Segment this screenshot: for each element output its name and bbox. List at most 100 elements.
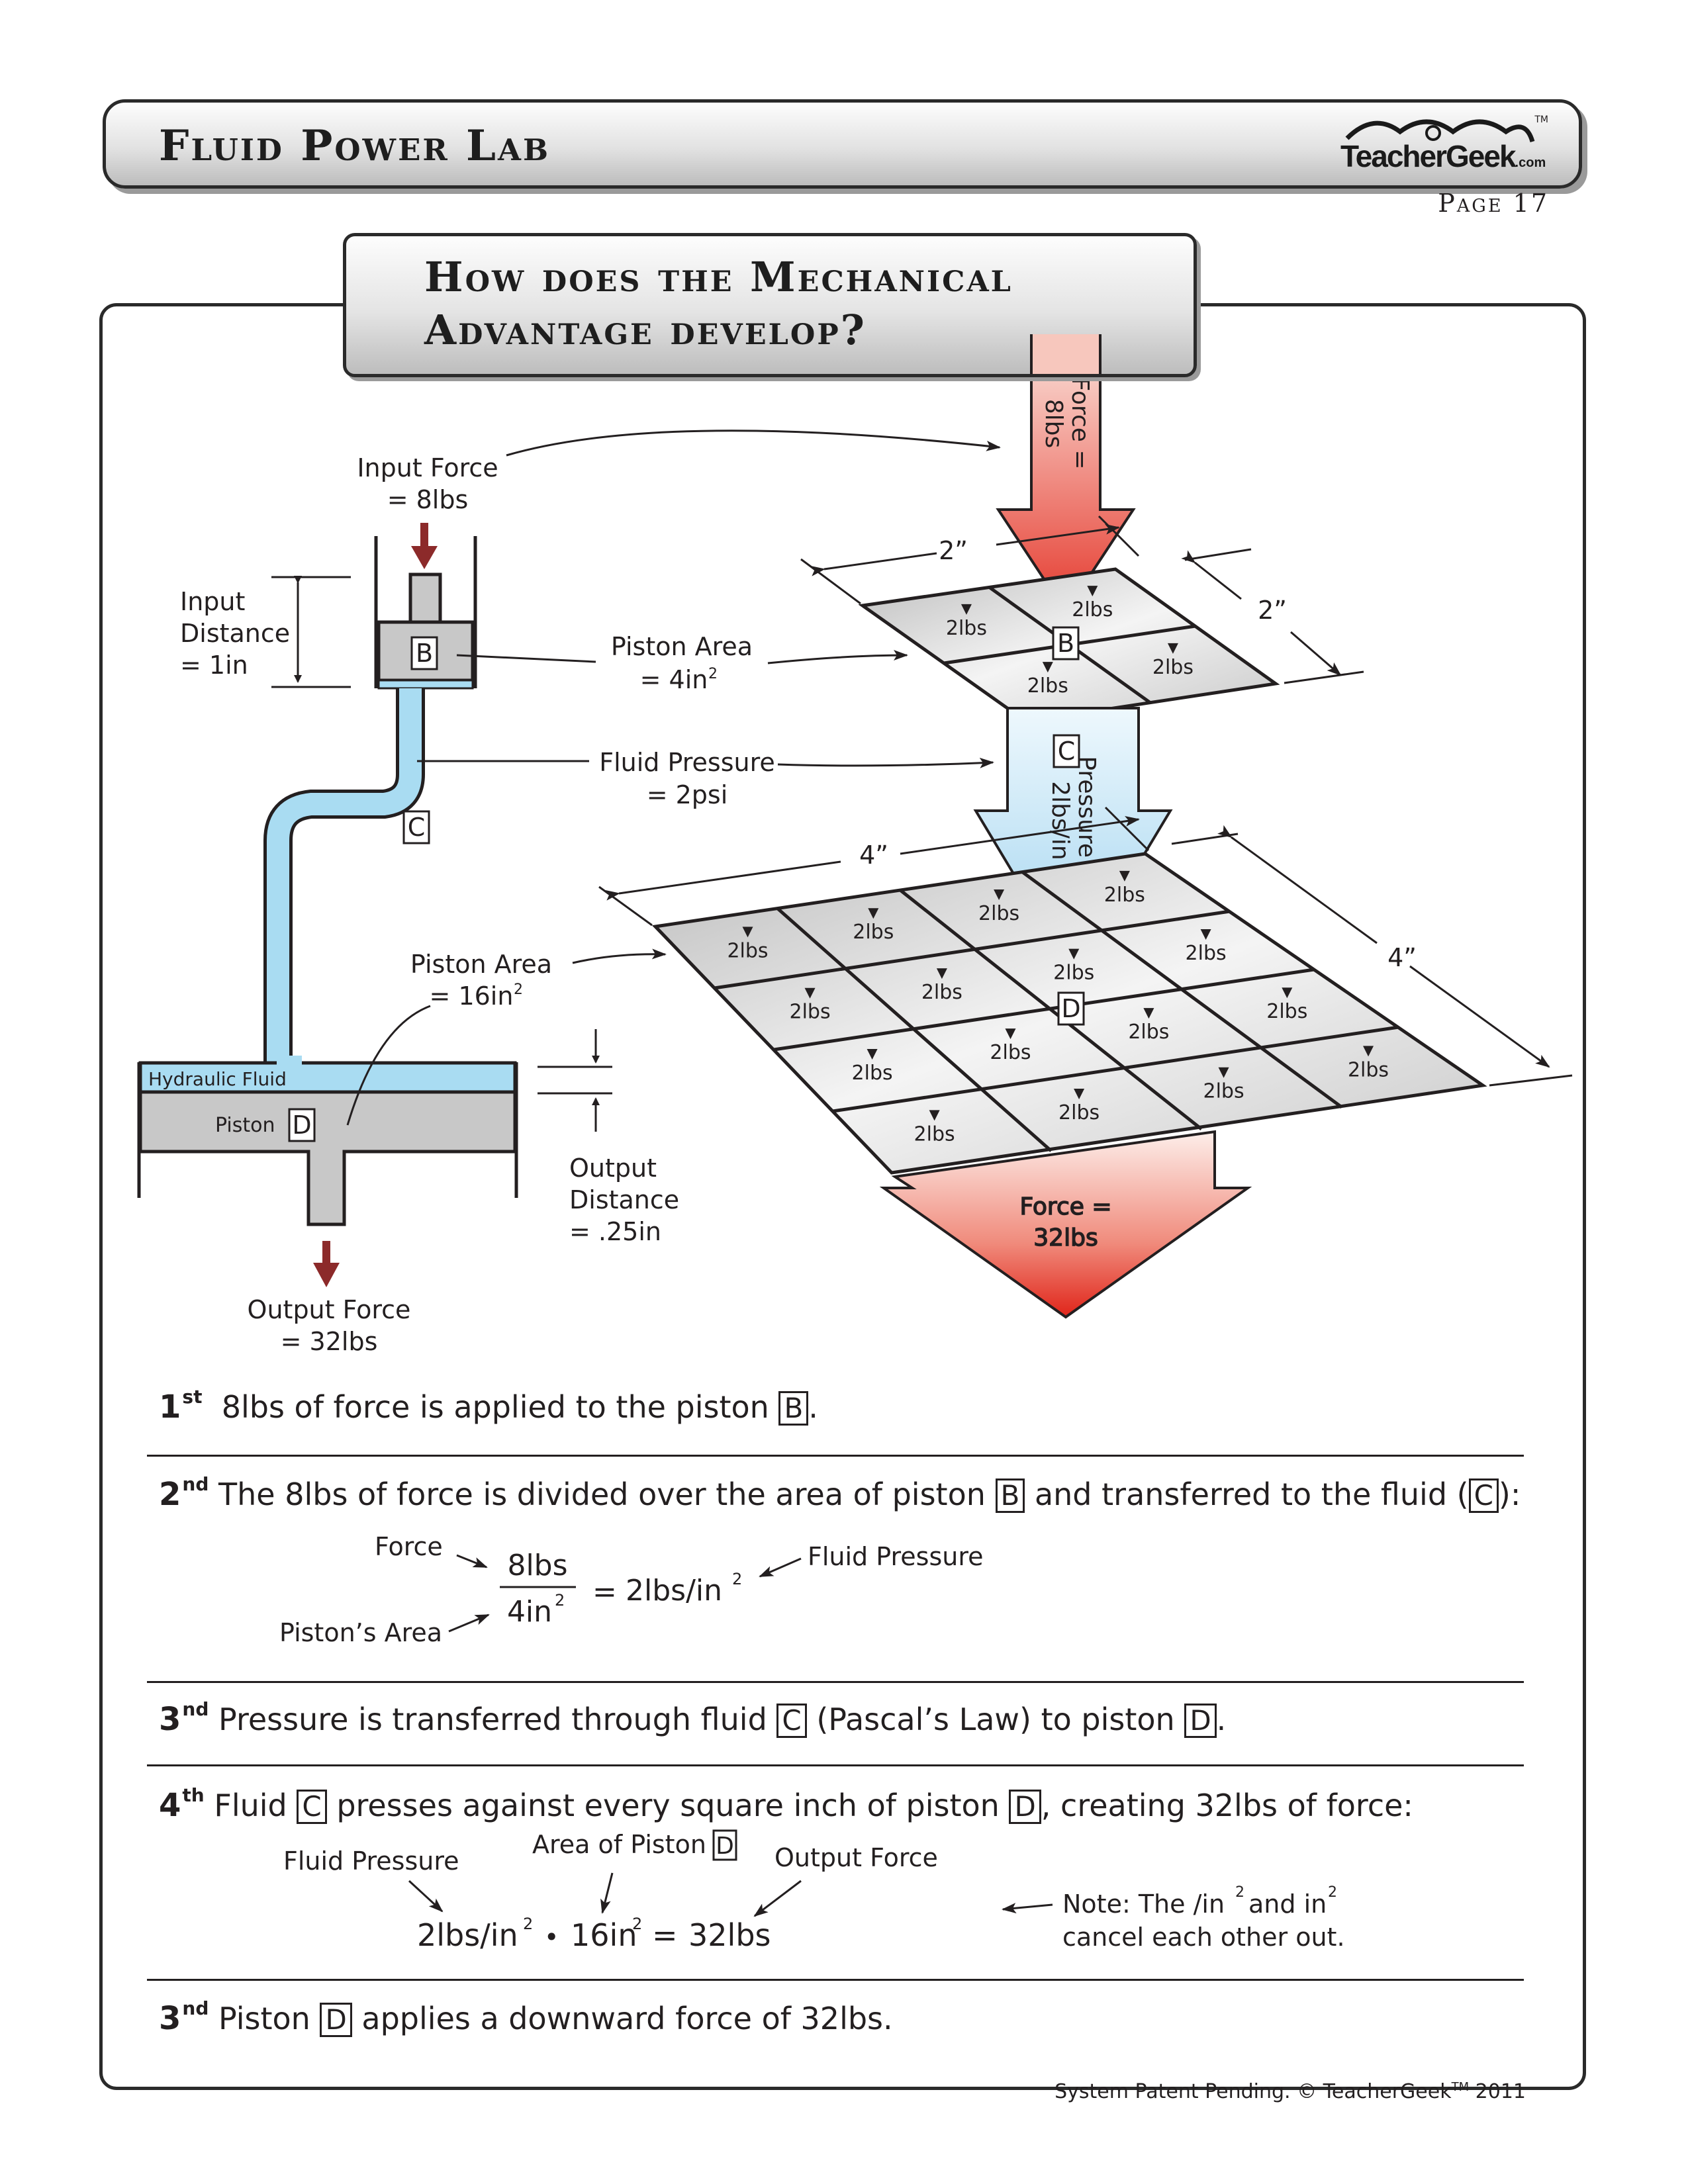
large-plane-dimensions [598, 806, 1573, 1087]
large-cell-arrow-icon [867, 1049, 878, 1060]
note-line2: cancel each other out. [1062, 1923, 1345, 1952]
pressure-arrow-line2: 2lbs/in [1047, 781, 1074, 860]
note-line1-b: and in [1248, 1889, 1327, 1919]
fluid-pressure-label-1: Fluid Pressure [599, 748, 775, 777]
large-cell-label: 2lbs [1104, 884, 1145, 907]
dim-small-top-label: 2” [939, 536, 968, 565]
step-2-box-c: C [1468, 1479, 1499, 1513]
large-cell-label: 2lbs [914, 1122, 955, 1146]
piston-area-b-label-2: = 4in [640, 665, 708, 694]
logo-suffix: .com [1515, 156, 1546, 170]
large-plane-cells: 2lbs 2lbs 2lbs 2lbs 2lbs 2lbs 2lbs 2lbs 2lbs 2lbs… [727, 870, 1389, 1146]
question-title-line1: How does the Mechanical [424, 253, 1013, 301]
step-5-sup: nd [182, 1997, 209, 2019]
eq1-piston-area-label: Piston’s Area [279, 1618, 442, 1647]
eq1-result-sup: 2 [732, 1570, 742, 1588]
output-force-big-arrow: Force = 32lbs [879, 1130, 1252, 1319]
eq2-term-b: 16in [571, 1917, 637, 1953]
eq2-dot: • [544, 1923, 559, 1952]
step-1-sup: st [182, 1386, 203, 1408]
small-cell-label: 2lbs [1072, 598, 1113, 621]
question-title-line2: Advantage develop? [424, 306, 867, 354]
logo-swoosh-icon [1345, 119, 1535, 143]
piston-label: Piston [215, 1114, 275, 1137]
step-4-box-d: D [1009, 1790, 1041, 1824]
step-5-num: 3 [159, 2000, 181, 2037]
eq1-force-label: Force [375, 1532, 443, 1561]
large-cell-arrow-icon [742, 927, 753, 938]
eq1-den-sup: 2 [555, 1591, 565, 1610]
input-cylinder [374, 536, 477, 690]
equation-2: Fluid Pressure Area of Piston D Output F… [283, 1829, 1345, 1953]
step-1: 1st 8lbs of force is applied to the pist… [159, 1386, 818, 1426]
input-distance-dimension [271, 576, 351, 688]
top-force-arrow: Force = 8lbs [996, 336, 1136, 615]
label-b-left: B [416, 639, 433, 668]
input-force-label-1: Input Force [357, 453, 498, 482]
large-cell-label: 2lbs [1266, 1000, 1307, 1023]
large-cell-arrow-icon [868, 908, 879, 919]
step-2-text-b: and transferred to the fluid ( [1034, 1477, 1469, 1512]
step-4-text-a: Fluid [214, 1788, 287, 1823]
step-2-sup: nd [182, 1473, 209, 1495]
step-5-text-a: Piston [218, 2001, 310, 2036]
divider-3 [147, 1764, 1524, 1766]
top-force-arrow-line2: 8lbs [1040, 399, 1067, 449]
step-2-box-b: B [995, 1479, 1025, 1513]
step-2-text-a: The 8lbs of force is divided over the ar… [218, 1477, 986, 1512]
large-cell-arrow-icon [1074, 1089, 1085, 1100]
large-cell-label: 2lbs [1186, 942, 1227, 965]
fluid-pipe [263, 688, 425, 1066]
large-cell-label: 2lbs [1348, 1058, 1389, 1081]
step-3-text-a: Pressure is transferred through fluid [218, 1702, 767, 1737]
large-cell-label: 2lbs [1128, 1021, 1169, 1044]
step-3: 3nd Pressure is transferred through flui… [159, 1698, 1226, 1738]
step-3-box-c: C [776, 1704, 807, 1738]
footer-tm: TM [1451, 2080, 1470, 2094]
top-arrow-overlap [1030, 334, 1102, 374]
bottom-force-line2: 32lbs [1033, 1224, 1098, 1251]
small-cell-label: 2lbs [1027, 674, 1068, 698]
large-cell-arrow-icon [994, 889, 1005, 901]
divider-4 [147, 1979, 1524, 1981]
eq1-equals: = [592, 1575, 617, 1609]
large-cell-label: 2lbs [990, 1041, 1031, 1064]
eq1-fluid-pressure-label: Fluid Pressure [808, 1542, 984, 1571]
small-cell-arrow-icon [961, 604, 972, 615]
output-cylinder [137, 1056, 518, 1226]
small-plane-dimensions [800, 515, 1364, 684]
large-cell-label: 2lbs [1203, 1080, 1244, 1103]
label-d-left: D [292, 1111, 311, 1140]
divider-1 [147, 1455, 1524, 1457]
step-3-sup: nd [182, 1698, 209, 1720]
eq2-box-d: D [716, 1833, 734, 1860]
output-force-label-2: = 32lbs [281, 1327, 378, 1356]
note-sup-2: 2 [1328, 1884, 1337, 1901]
large-cell-arrow-icon [1363, 1046, 1374, 1057]
large-cell-arrow-icon [929, 1110, 940, 1121]
step-1-num: 1 [159, 1388, 181, 1426]
large-cell-arrow-icon [1200, 929, 1211, 940]
piston-area-b-label-1: Piston Area [611, 632, 753, 661]
large-cell-arrow-icon [1143, 1008, 1154, 1019]
eq1-result: 2lbs/in [626, 1574, 722, 1608]
dim-large-side-label: 4” [1387, 943, 1417, 972]
step-4-box-c: C [297, 1790, 327, 1824]
large-cell-label: 2lbs [1053, 962, 1094, 985]
output-distance-dimension [538, 1029, 612, 1132]
large-cell-label: 2lbs [853, 921, 894, 944]
footer-text-a: System Patent Pending. © TeacherGeek [1055, 2080, 1452, 2103]
large-cell-arrow-icon [1068, 948, 1080, 960]
step-4-text-b: presses against every square inch of pis… [336, 1788, 1000, 1823]
header-bar: Fluid Power Lab TeacherGeek.com TM [103, 99, 1582, 189]
lab-title: Fluid Power Lab [159, 121, 551, 171]
eq2-term-b-sup: 2 [632, 1915, 642, 1933]
hydraulic-fluid-label: Hydraulic Fluid [148, 1068, 287, 1090]
label-c-left: C [408, 813, 426, 842]
small-cell-label: 2lbs [946, 617, 987, 640]
leader-lines [346, 430, 1001, 1126]
step-1-end: . [808, 1389, 818, 1425]
step-4-sup: th [182, 1784, 205, 1806]
input-force-label-2: = 8lbs [387, 485, 469, 514]
step-2: 2nd The 8lbs of force is divided over th… [159, 1473, 1521, 1513]
